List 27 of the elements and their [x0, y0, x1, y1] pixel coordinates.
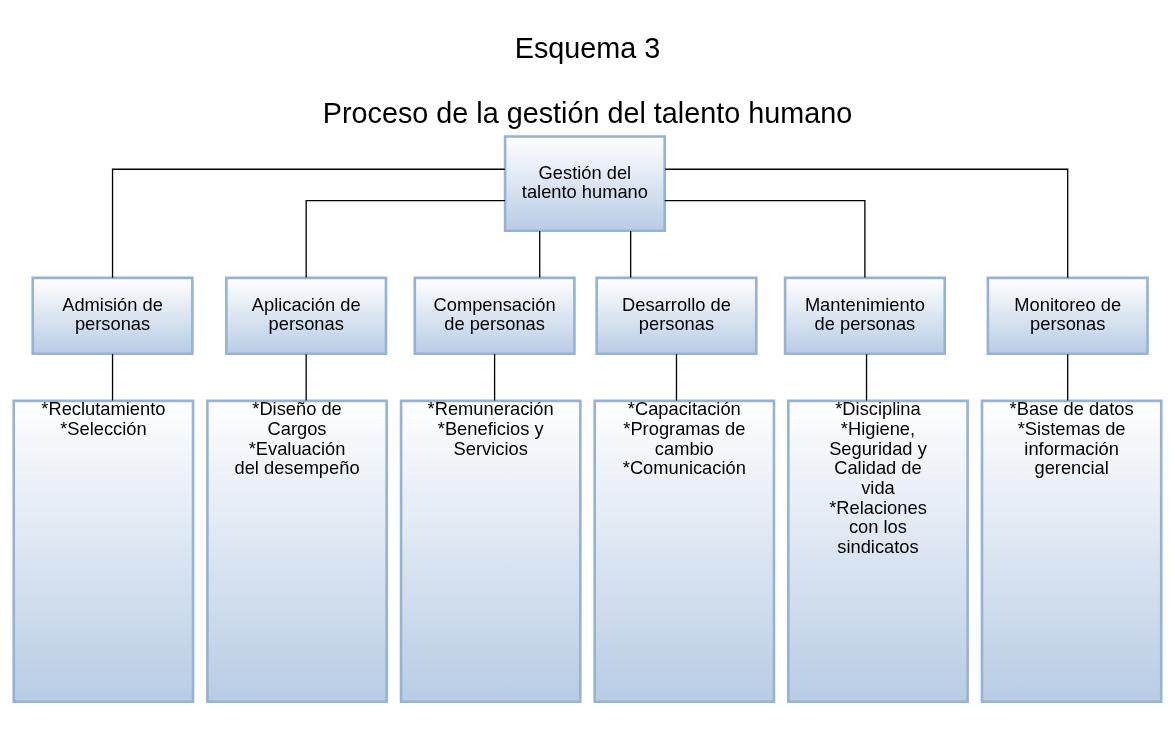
connector	[664, 168, 1069, 278]
node-box: Admisión de personas	[31, 276, 194, 355]
connector	[493, 353, 496, 401]
node-box: *Remuneración *Beneficios y Servicios	[399, 399, 582, 703]
connector	[630, 229, 632, 278]
node-box: *Capacitación *Programas de cambio *Comunicación	[593, 399, 776, 703]
node-box: *Diseño de Cargos *Evaluación del desempeño	[206, 399, 388, 703]
connector	[675, 353, 678, 401]
connector	[111, 168, 506, 278]
connector	[865, 353, 868, 401]
connector	[111, 353, 114, 401]
node-box: Mantenimiento de personas	[783, 276, 946, 355]
caption: Proceso de la gestión del talento humano	[322, 96, 853, 129]
node-box: Monitoreo de personas	[986, 276, 1149, 355]
node-box: Gestión del talento humano	[503, 134, 666, 232]
node-box: *Base de datos *Sistemas de información gerencial	[980, 399, 1163, 703]
node-box: *Disciplina *Higiene, Seguridad y Calidad de vida *Relaciones con los sindicatos	[787, 399, 969, 703]
connector	[664, 199, 866, 278]
connector	[539, 229, 541, 278]
connector	[305, 353, 307, 401]
connector	[1067, 353, 1069, 401]
connector	[305, 199, 506, 278]
node-box: Desarrollo de personas	[595, 276, 758, 355]
node-box: *Reclutamiento *Selección	[12, 399, 195, 703]
node-box: Aplicación de personas	[225, 276, 388, 355]
node-box: Compensación de personas	[413, 276, 576, 355]
diagram-title: Esquema 3	[514, 31, 661, 63]
